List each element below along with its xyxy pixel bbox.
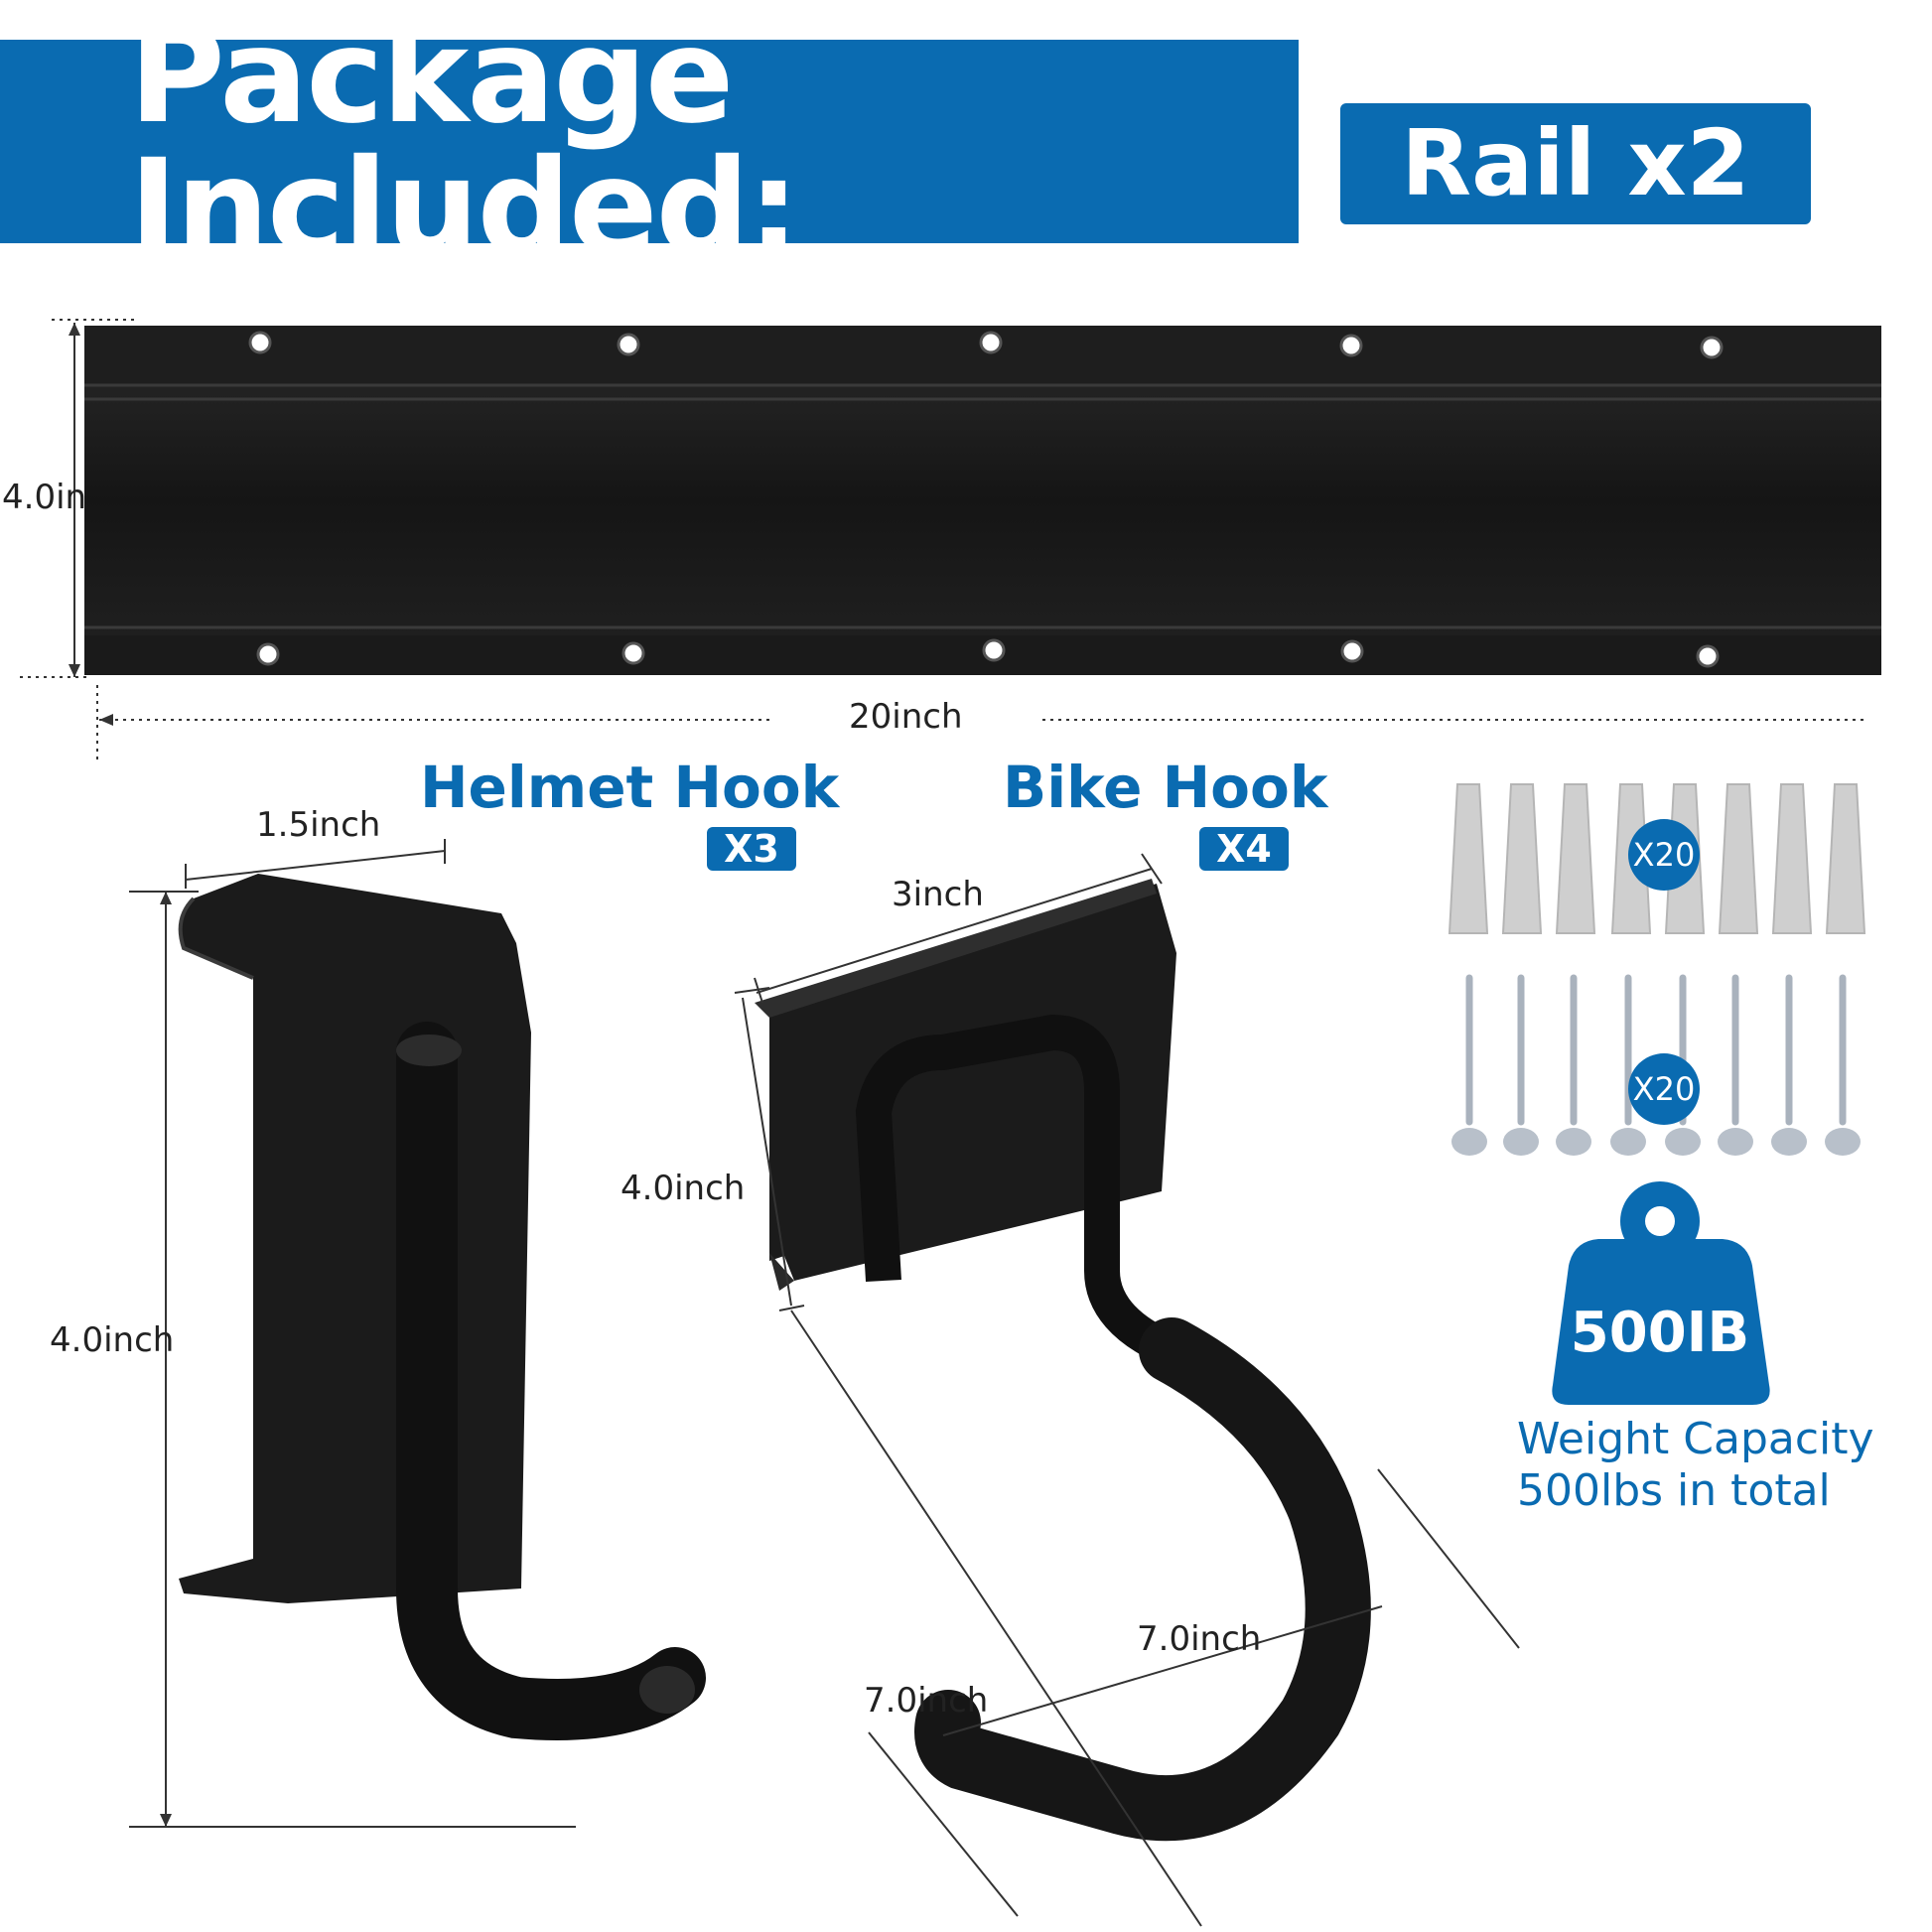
helmet-hook-product [178, 874, 706, 1740]
bike-hook-span-label: 7.0inch [864, 1681, 989, 1721]
helmet-hook-height-label: 4.0inch [50, 1320, 175, 1360]
helmet-hook-width-label: 1.5inch [256, 805, 381, 845]
header-banner: Package Included: [0, 11, 1299, 273]
bike-hook-width-label: 3inch [892, 875, 984, 914]
bike-hook-product [755, 879, 1371, 1842]
helmet-hook-dimension-lines [129, 839, 576, 1828]
bike-hook-dimension-lines [734, 853, 1520, 1927]
bike-hook-qty-badge: X4 [1199, 827, 1289, 871]
weight-capacity-line1: Weight Capacity [1517, 1414, 1874, 1464]
weight-badge-text: 500IB [1570, 1301, 1750, 1365]
helmet-hook-title: Helmet Hook [420, 754, 840, 821]
rail-width-label: 20inch [849, 697, 963, 737]
bike-hook-title: Bike Hook [1003, 754, 1328, 821]
rail-dimension-lines [20, 319, 1866, 764]
screws-qty-badge: X20 [1628, 1053, 1700, 1125]
rail-height-label: 4.0in [2, 478, 87, 517]
screws [1465, 974, 1847, 1126]
rail-quantity-badge: Rail x2 [1340, 103, 1811, 224]
page-title: Package Included: [129, 0, 800, 284]
weight-capacity-line2: 500lbs in total [1517, 1465, 1831, 1516]
weight-icon [1552, 1181, 1770, 1405]
anchors-qty-badge: X20 [1628, 819, 1700, 891]
helmet-hook-qty-badge: X3 [707, 827, 796, 871]
screw-heads [1451, 1128, 1861, 1156]
rail-product [84, 326, 1881, 675]
bike-hook-length-label: 7.0inch [1137, 1619, 1262, 1659]
bike-hook-height-label: 4.0inch [621, 1169, 746, 1208]
